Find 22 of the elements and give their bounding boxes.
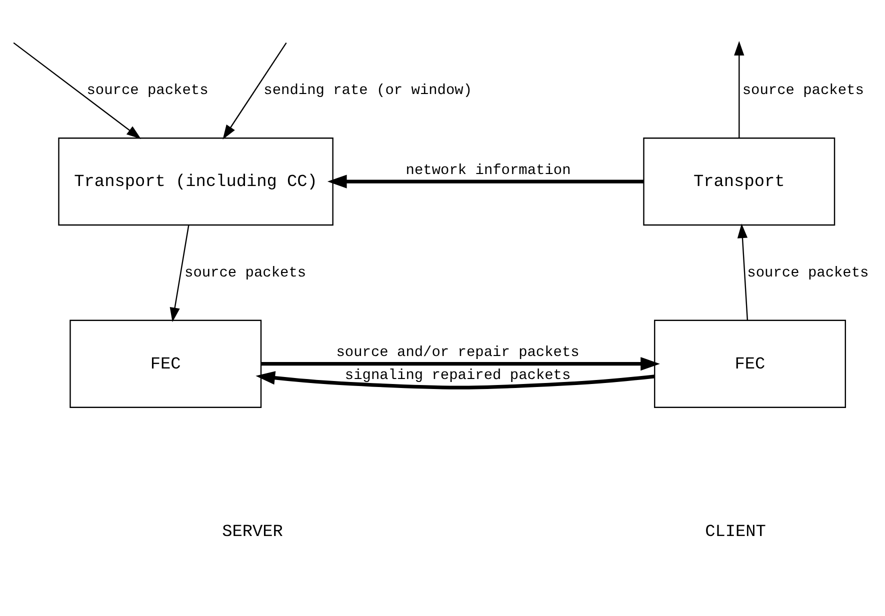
edge-label: source packets xyxy=(742,82,864,99)
node-box: Transport xyxy=(643,136,836,226)
arrow xyxy=(737,223,748,320)
arrow xyxy=(256,370,655,389)
node-box: FEC xyxy=(654,319,846,408)
arrow xyxy=(734,40,744,138)
arrow xyxy=(13,42,142,139)
edge-label: signaling repaired packets xyxy=(344,368,571,384)
arrow xyxy=(170,224,190,322)
edge-label: network information xyxy=(406,162,571,178)
edge-label: source packets xyxy=(184,264,306,281)
arrow xyxy=(261,356,660,370)
label: CLIENT xyxy=(705,522,766,542)
node-box: FEC xyxy=(70,319,262,408)
edge-label: sending rate (or window) xyxy=(264,82,472,99)
node-box: Transport (including CC) xyxy=(58,136,334,226)
edge-label: source packets xyxy=(747,264,869,281)
arrow xyxy=(327,174,644,188)
arrow xyxy=(222,42,287,139)
edge-label: source packets xyxy=(86,82,208,99)
label: SERVER xyxy=(222,522,283,542)
edge-label: source and/or repair packets xyxy=(336,344,580,361)
